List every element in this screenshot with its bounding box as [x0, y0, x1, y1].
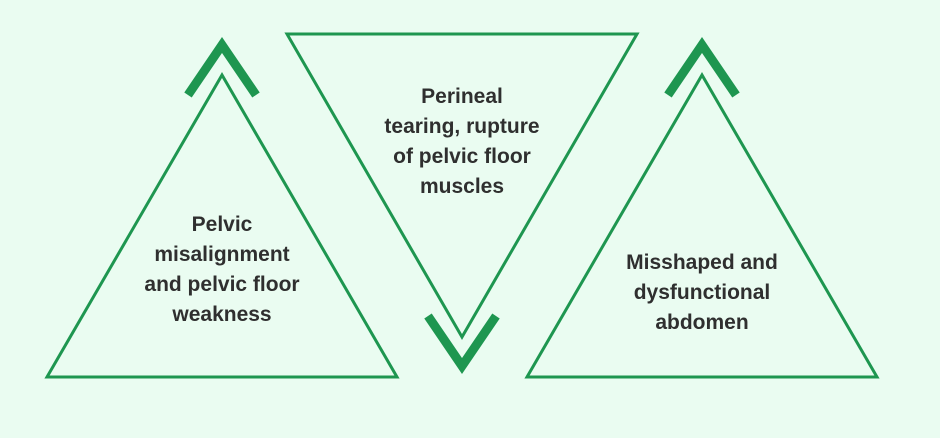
- middle-triangle: [284, 32, 640, 340]
- label-line: weakness: [172, 303, 272, 326]
- label-line: tearing, rupture: [384, 115, 540, 138]
- right-triangle-label: Misshaped and dysfunctional abdomen: [602, 248, 802, 338]
- right-triangle: [524, 72, 880, 379]
- label-line: Perineal: [421, 85, 503, 108]
- label-line: dysfunctional: [633, 281, 771, 304]
- label-line: and pelvic floor: [144, 273, 300, 296]
- left-triangle: [44, 72, 400, 379]
- middle-triangle-label: Perineal tearing, rupture of pelvic floo…: [362, 82, 562, 202]
- label-line: Pelvic: [191, 213, 253, 236]
- label-line: of pelvic floor: [393, 145, 531, 168]
- middle-down-arrow-icon: [424, 313, 500, 375]
- label-line: misalignment: [154, 243, 290, 266]
- left-up-arrow-icon: [184, 36, 260, 98]
- right-up-arrow-icon: [664, 36, 740, 98]
- label-line: abdomen: [655, 311, 749, 334]
- label-line: muscles: [419, 175, 505, 198]
- left-triangle-label: Pelvic misalignment and pelvic floor wea…: [122, 210, 322, 330]
- label-line: Misshaped and: [626, 251, 778, 274]
